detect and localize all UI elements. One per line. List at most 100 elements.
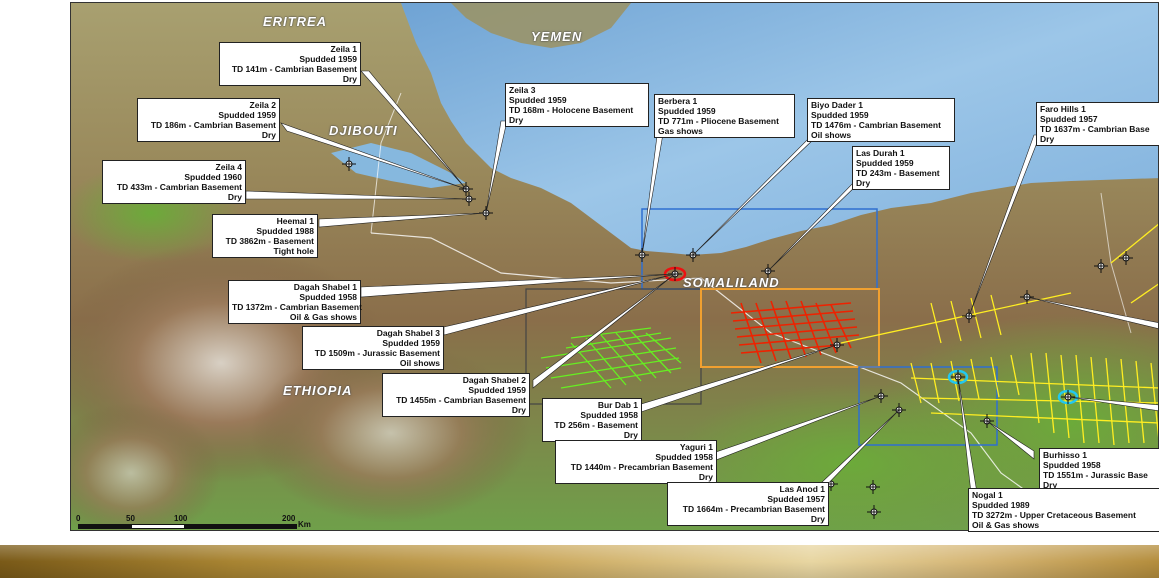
well-spud: Spudded 1988 xyxy=(256,226,314,236)
well-spud: Spudded 1958 xyxy=(580,410,638,420)
well-name: Yaguri 1 xyxy=(679,442,713,452)
well-spud: Spudded 1989 xyxy=(972,500,1030,510)
country-label-eritrea: ERITREA xyxy=(263,14,328,29)
well-result: Dry xyxy=(511,405,526,415)
well-name: Bur Dab 1 xyxy=(597,400,638,410)
scale-tick-0: 0 xyxy=(76,514,81,523)
scale-unit: Km xyxy=(298,520,311,529)
well-name: Las Durah 1 xyxy=(856,148,905,158)
well-spud: Spudded 1959 xyxy=(299,54,357,64)
well-callout-bur-dab-1: Bur Dab 1 Spudded 1958 TD 256m - Basemen… xyxy=(542,398,642,442)
well-td: TD 1637m - Cambrian Base xyxy=(1040,124,1150,134)
well-name: Dagah Shabel 1 xyxy=(293,282,357,292)
well-spud: Spudded 1959 xyxy=(856,158,914,168)
licence-block-orange xyxy=(700,288,880,368)
scale-tick-100: 100 xyxy=(174,514,188,523)
well-callout-zeila-1: Zeila 1 Spudded 1959 TD 141m - Cambrian … xyxy=(219,42,361,86)
well-callout-zeila-2: Zeila 2 Spudded 1959 TD 186m - Cambrian … xyxy=(137,98,280,142)
well-name: Dagah Shabel 3 xyxy=(376,328,440,338)
yemen-land xyxy=(451,3,631,48)
highland-3 xyxy=(71,403,221,530)
well-name: Burhisso 1 xyxy=(1043,450,1087,460)
well-spud: Spudded 1959 xyxy=(658,106,716,116)
well-td: TD 256m - Basement xyxy=(554,420,638,430)
well-callout-zeila-4: Zeila 4 Spudded 1960 TD 433m - Cambrian … xyxy=(102,160,246,204)
well-callout-heemal-1: Heemal 1 Spudded 1988 TD 3862m - Basemen… xyxy=(212,214,318,258)
well-result: Tight hole xyxy=(273,246,314,256)
well-callout-las-durah-1: Las Durah 1 Spudded 1959 TD 243m - Basem… xyxy=(852,146,950,190)
licence-block-blue-south xyxy=(858,366,998,446)
country-label-ethiopia: ETHIOPIA xyxy=(283,383,353,398)
well-spud: Spudded 1958 xyxy=(655,452,713,462)
well-td: TD 3272m - Upper Cretaceous Basement xyxy=(972,510,1136,520)
well-result: Gas shows xyxy=(658,126,703,136)
well-name: Zeila 2 xyxy=(249,100,276,110)
well-name: Las Anod 1 xyxy=(779,484,826,494)
well-result: Dry xyxy=(227,192,242,202)
well-td: TD 168m - Holocene Basement xyxy=(509,105,634,115)
callout-leaders xyxy=(245,70,1158,494)
well-result: Dry xyxy=(623,430,638,440)
well-td: TD 771m - Pliocene Basement xyxy=(658,116,779,126)
well-result: Dry xyxy=(1040,134,1055,144)
well-result: Oil & Gas shows xyxy=(289,312,357,322)
well-name: Zeila 4 xyxy=(215,162,242,172)
well-result: Dry xyxy=(509,115,524,125)
well-spud: Spudded 1959 xyxy=(468,385,526,395)
well-spud: Spudded 1958 xyxy=(1043,460,1101,470)
well-callout-las-anod-1: Las Anod 1 Spudded 1957 TD 1664m - Preca… xyxy=(667,482,829,526)
well-callout-biyo-dader-1: Biyo Dader 1 Spudded 1959 TD 1476m - Cam… xyxy=(807,98,955,142)
scale-bar: 0 50 100 200 Km xyxy=(76,514,316,530)
seismic-green xyxy=(540,327,682,389)
well-name: Nogal 1 xyxy=(972,490,1003,500)
scale-bar-fill xyxy=(78,524,132,529)
border-line-2 xyxy=(370,92,402,234)
well-result: Dry xyxy=(810,514,825,524)
well-td: TD 433m - Cambrian Basement xyxy=(116,182,242,192)
well-callout-berbera-1: Berbera 1 Spudded 1959 TD 771m - Pliocen… xyxy=(654,94,795,138)
well-name: Zeila 1 xyxy=(330,44,357,54)
footer-gold-band xyxy=(0,545,1159,578)
well-spud: Spudded 1959 xyxy=(811,110,869,120)
well-name: Berbera 1 xyxy=(658,96,698,106)
well-name: Heemal 1 xyxy=(276,216,314,226)
well-result: Oil shows xyxy=(399,358,440,368)
well-name: Dagah Shabel 2 xyxy=(462,375,526,385)
seismic-yellow xyxy=(840,223,1158,446)
well-callout-faro-hills-1: Faro Hills 1 Spudded 1957 TD 1637m - Cam… xyxy=(1036,102,1159,146)
well-td: TD 1664m - Precambrian Basement xyxy=(682,504,825,514)
well-td: TD 3862m - Basement xyxy=(225,236,314,246)
well-name: Biyo Dader 1 xyxy=(811,100,863,110)
border-line-1 xyxy=(370,232,1072,524)
well-spud: Spudded 1957 xyxy=(767,494,825,504)
well-td: TD 1476m - Cambrian Basement xyxy=(811,120,941,130)
scale-tick-50: 50 xyxy=(126,514,135,523)
well-spud: Spudded 1957 xyxy=(1040,114,1098,124)
country-label-yemen: YEMEN xyxy=(531,29,583,44)
well-td: TD 243m - Basement xyxy=(856,168,940,178)
well-td: TD 1509m - Jurassic Basement xyxy=(314,348,440,358)
well-result: Oil shows xyxy=(811,130,852,140)
well-name: Zeila 3 xyxy=(509,85,536,95)
highland-2 xyxy=(251,343,531,523)
well-result: Dry xyxy=(1043,480,1058,490)
well-td: TD 1455m - Cambrian Basement xyxy=(396,395,526,405)
well-result: Oil & Gas shows xyxy=(972,520,1040,530)
well-spud: Spudded 1958 xyxy=(299,292,357,302)
country-label-djibouti: DJIBOUTI xyxy=(329,123,398,138)
well-name: Faro Hills 1 xyxy=(1040,104,1086,114)
well-callout-nogal-1: Nogal 1 Spudded 1989 TD 3272m - Upper Cr… xyxy=(968,488,1159,532)
well-spud: Spudded 1959 xyxy=(218,110,276,120)
well-callout-yaguri-1: Yaguri 1 Spudded 1958 TD 1440m - Precamb… xyxy=(555,440,717,484)
well-spud: Spudded 1959 xyxy=(509,95,567,105)
well-callout-dagah-shabel-2: Dagah Shabel 2 Spudded 1959 TD 1455m - C… xyxy=(382,373,530,417)
well-td: TD 1372m - Cambrian Basement xyxy=(232,302,362,312)
well-result: Dry xyxy=(342,74,357,84)
well-callout-burhisso-1: Burhisso 1 Spudded 1958 TD 1551m - Juras… xyxy=(1039,448,1159,492)
well-td: TD 186m - Cambrian Basement xyxy=(150,120,276,130)
well-td: TD 141m - Cambrian Basement xyxy=(231,64,357,74)
well-spud: Spudded 1960 xyxy=(184,172,242,182)
scale-bar-fill xyxy=(184,524,296,529)
well-result: Dry xyxy=(261,130,276,140)
well-callout-dagah-shabel-3: Dagah Shabel 3 Spudded 1959 TD 1509m - J… xyxy=(302,326,444,370)
